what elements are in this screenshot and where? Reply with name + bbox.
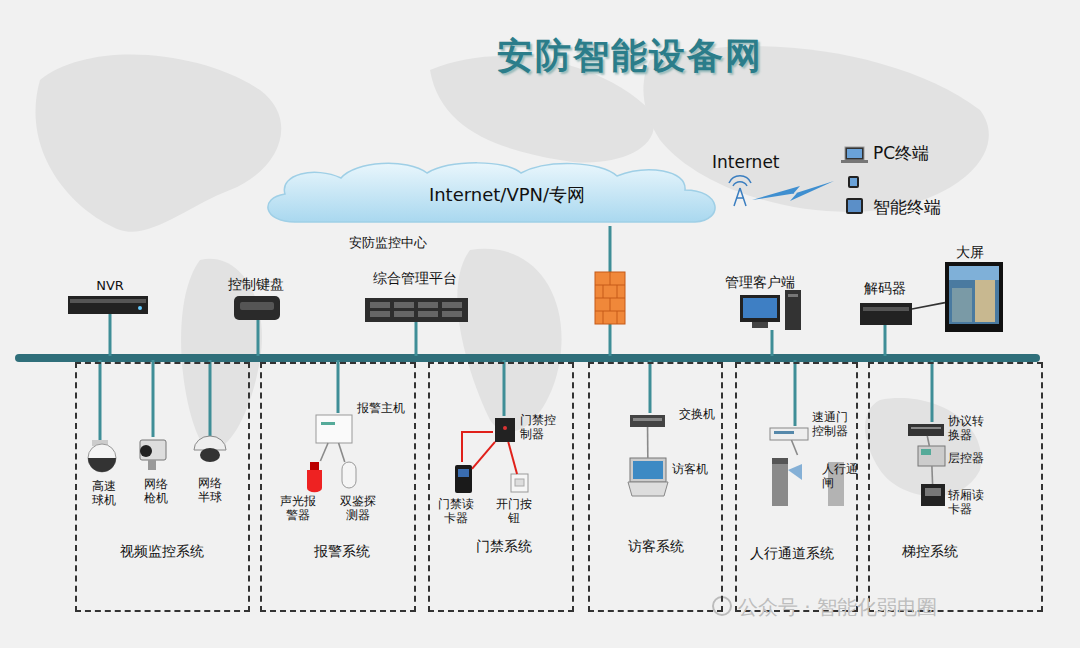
device-node: 管理客户端 xyxy=(740,290,801,330)
device-node: 大屏 xyxy=(945,262,1003,332)
device-label: 网络 半球 xyxy=(195,476,225,505)
device-label: 门禁控 制器 xyxy=(520,413,558,442)
device-node: 门禁控 制器 xyxy=(495,418,515,442)
group-label: 视频监控系统 xyxy=(102,543,222,560)
device-node: 声光报 警器 xyxy=(307,461,321,491)
system-group: 访客系统 交换机访客机 xyxy=(588,362,723,612)
system-group: 门禁系统门禁控 制器门禁读 卡器开门按 钮 xyxy=(428,362,574,612)
device-node: 门禁读 卡器 xyxy=(455,465,472,493)
visitor-icons xyxy=(628,415,668,496)
camera-icons xyxy=(88,436,226,472)
antenna-symbol xyxy=(729,176,751,206)
watermark: 公众号 · 智能化弱电圈 xyxy=(738,594,937,621)
device-label: Internet/VPN/专网 xyxy=(397,184,617,206)
device-node: NVR xyxy=(68,296,148,314)
terminal-icons xyxy=(841,147,868,214)
device-label: 智能终端 xyxy=(873,197,963,217)
device-label: 网络 枪机 xyxy=(141,477,171,506)
access-wiring xyxy=(462,432,493,462)
system-group: 梯控系统协议转 换器层控器轿厢读 卡器 xyxy=(868,362,1043,612)
device-label: 访客机 xyxy=(672,462,722,476)
device-node: 轿厢读 卡器 xyxy=(921,484,945,506)
connector-line xyxy=(647,427,649,458)
device-node: 解码器 xyxy=(860,303,912,325)
device-label: 管理客户端 xyxy=(715,274,805,291)
device-node: 速通门 控制器 xyxy=(770,428,808,440)
device-label: 层控器 xyxy=(948,451,998,465)
device-node: 控制键盘 xyxy=(234,296,280,320)
device-label: 人行通 闸 xyxy=(822,462,860,491)
device-label: PC终端 xyxy=(873,143,953,163)
map-background xyxy=(35,46,988,496)
text-label: Internet xyxy=(712,152,780,172)
device-node: 协议转 换器 xyxy=(908,424,944,436)
device-label: 双鉴探 测器 xyxy=(339,494,377,523)
device-label: 交换机 xyxy=(679,407,729,421)
group-label: 报警系统 xyxy=(302,543,382,560)
diagram-title: 安防智能设备网 xyxy=(380,32,880,81)
group-label: 门禁系统 xyxy=(464,538,544,555)
device-node: 双鉴探 测器 xyxy=(342,462,356,488)
device-node: 访客机 xyxy=(628,458,668,496)
device-node: 网络 枪机 xyxy=(140,437,168,471)
group-label: 访客系统 xyxy=(616,538,696,555)
device-node: PC终端 xyxy=(842,146,866,163)
network-cloud: Internet/VPN/专网 xyxy=(255,158,727,226)
connector-line xyxy=(508,442,517,474)
wireless-link xyxy=(752,181,834,201)
device-node: 综合管理平台 xyxy=(365,298,468,322)
device-node: 网络 半球 xyxy=(194,436,226,464)
text-label: 安防监控中心 xyxy=(349,234,427,252)
device-label: 协议转 换器 xyxy=(948,414,988,443)
connector-line xyxy=(927,436,929,446)
device-node: 人行通 闸 xyxy=(770,455,846,507)
device-node: 层控器 xyxy=(918,446,945,466)
device-node: 开门按 钮 xyxy=(511,474,528,492)
device-label: 高速 球机 xyxy=(89,479,119,508)
connector-line xyxy=(791,440,797,455)
device-node: 智能终端 xyxy=(846,198,863,214)
device-label: 报警主机 xyxy=(357,401,417,415)
connector-line xyxy=(472,442,495,469)
group-label: 梯控系统 xyxy=(890,543,970,560)
connector-line xyxy=(320,443,328,461)
device-label: 综合管理平台 xyxy=(360,270,470,287)
bus-drops xyxy=(100,226,932,440)
device-label: 解码器 xyxy=(855,280,915,297)
device-node: 交换机 xyxy=(630,415,665,427)
alarm-icons xyxy=(307,415,356,492)
device-label: 大屏 xyxy=(950,244,990,261)
access-icons xyxy=(455,418,528,493)
center-devices xyxy=(68,262,1003,332)
device-node: 高速 球机 xyxy=(86,440,118,474)
device-node: 报警主机 xyxy=(316,415,352,443)
system-group: 视频监控系统 高速 球机网络 枪机网络 半球 xyxy=(75,362,250,612)
connector-line xyxy=(912,303,945,309)
device-label: 开门按 钮 xyxy=(495,497,533,526)
device-label: 声光报 警器 xyxy=(279,494,317,523)
system-group: 人行通道系统 速通门 控制器人行通 闸 xyxy=(735,362,858,612)
system-group: 报警系统报警主机声光报 警器双鉴探 测器 xyxy=(260,362,416,612)
device-label: 速通门 控制器 xyxy=(812,410,852,439)
device-label: 控制键盘 xyxy=(216,276,296,293)
device-label: 轿厢读 卡器 xyxy=(948,488,988,517)
connector-line xyxy=(931,466,933,484)
connector-line xyxy=(339,443,345,462)
elevator-icons xyxy=(908,424,945,506)
device-label: 门禁读 卡器 xyxy=(437,497,475,526)
group-label: 人行通道系统 xyxy=(742,545,842,562)
device-label: NVR xyxy=(85,278,135,294)
